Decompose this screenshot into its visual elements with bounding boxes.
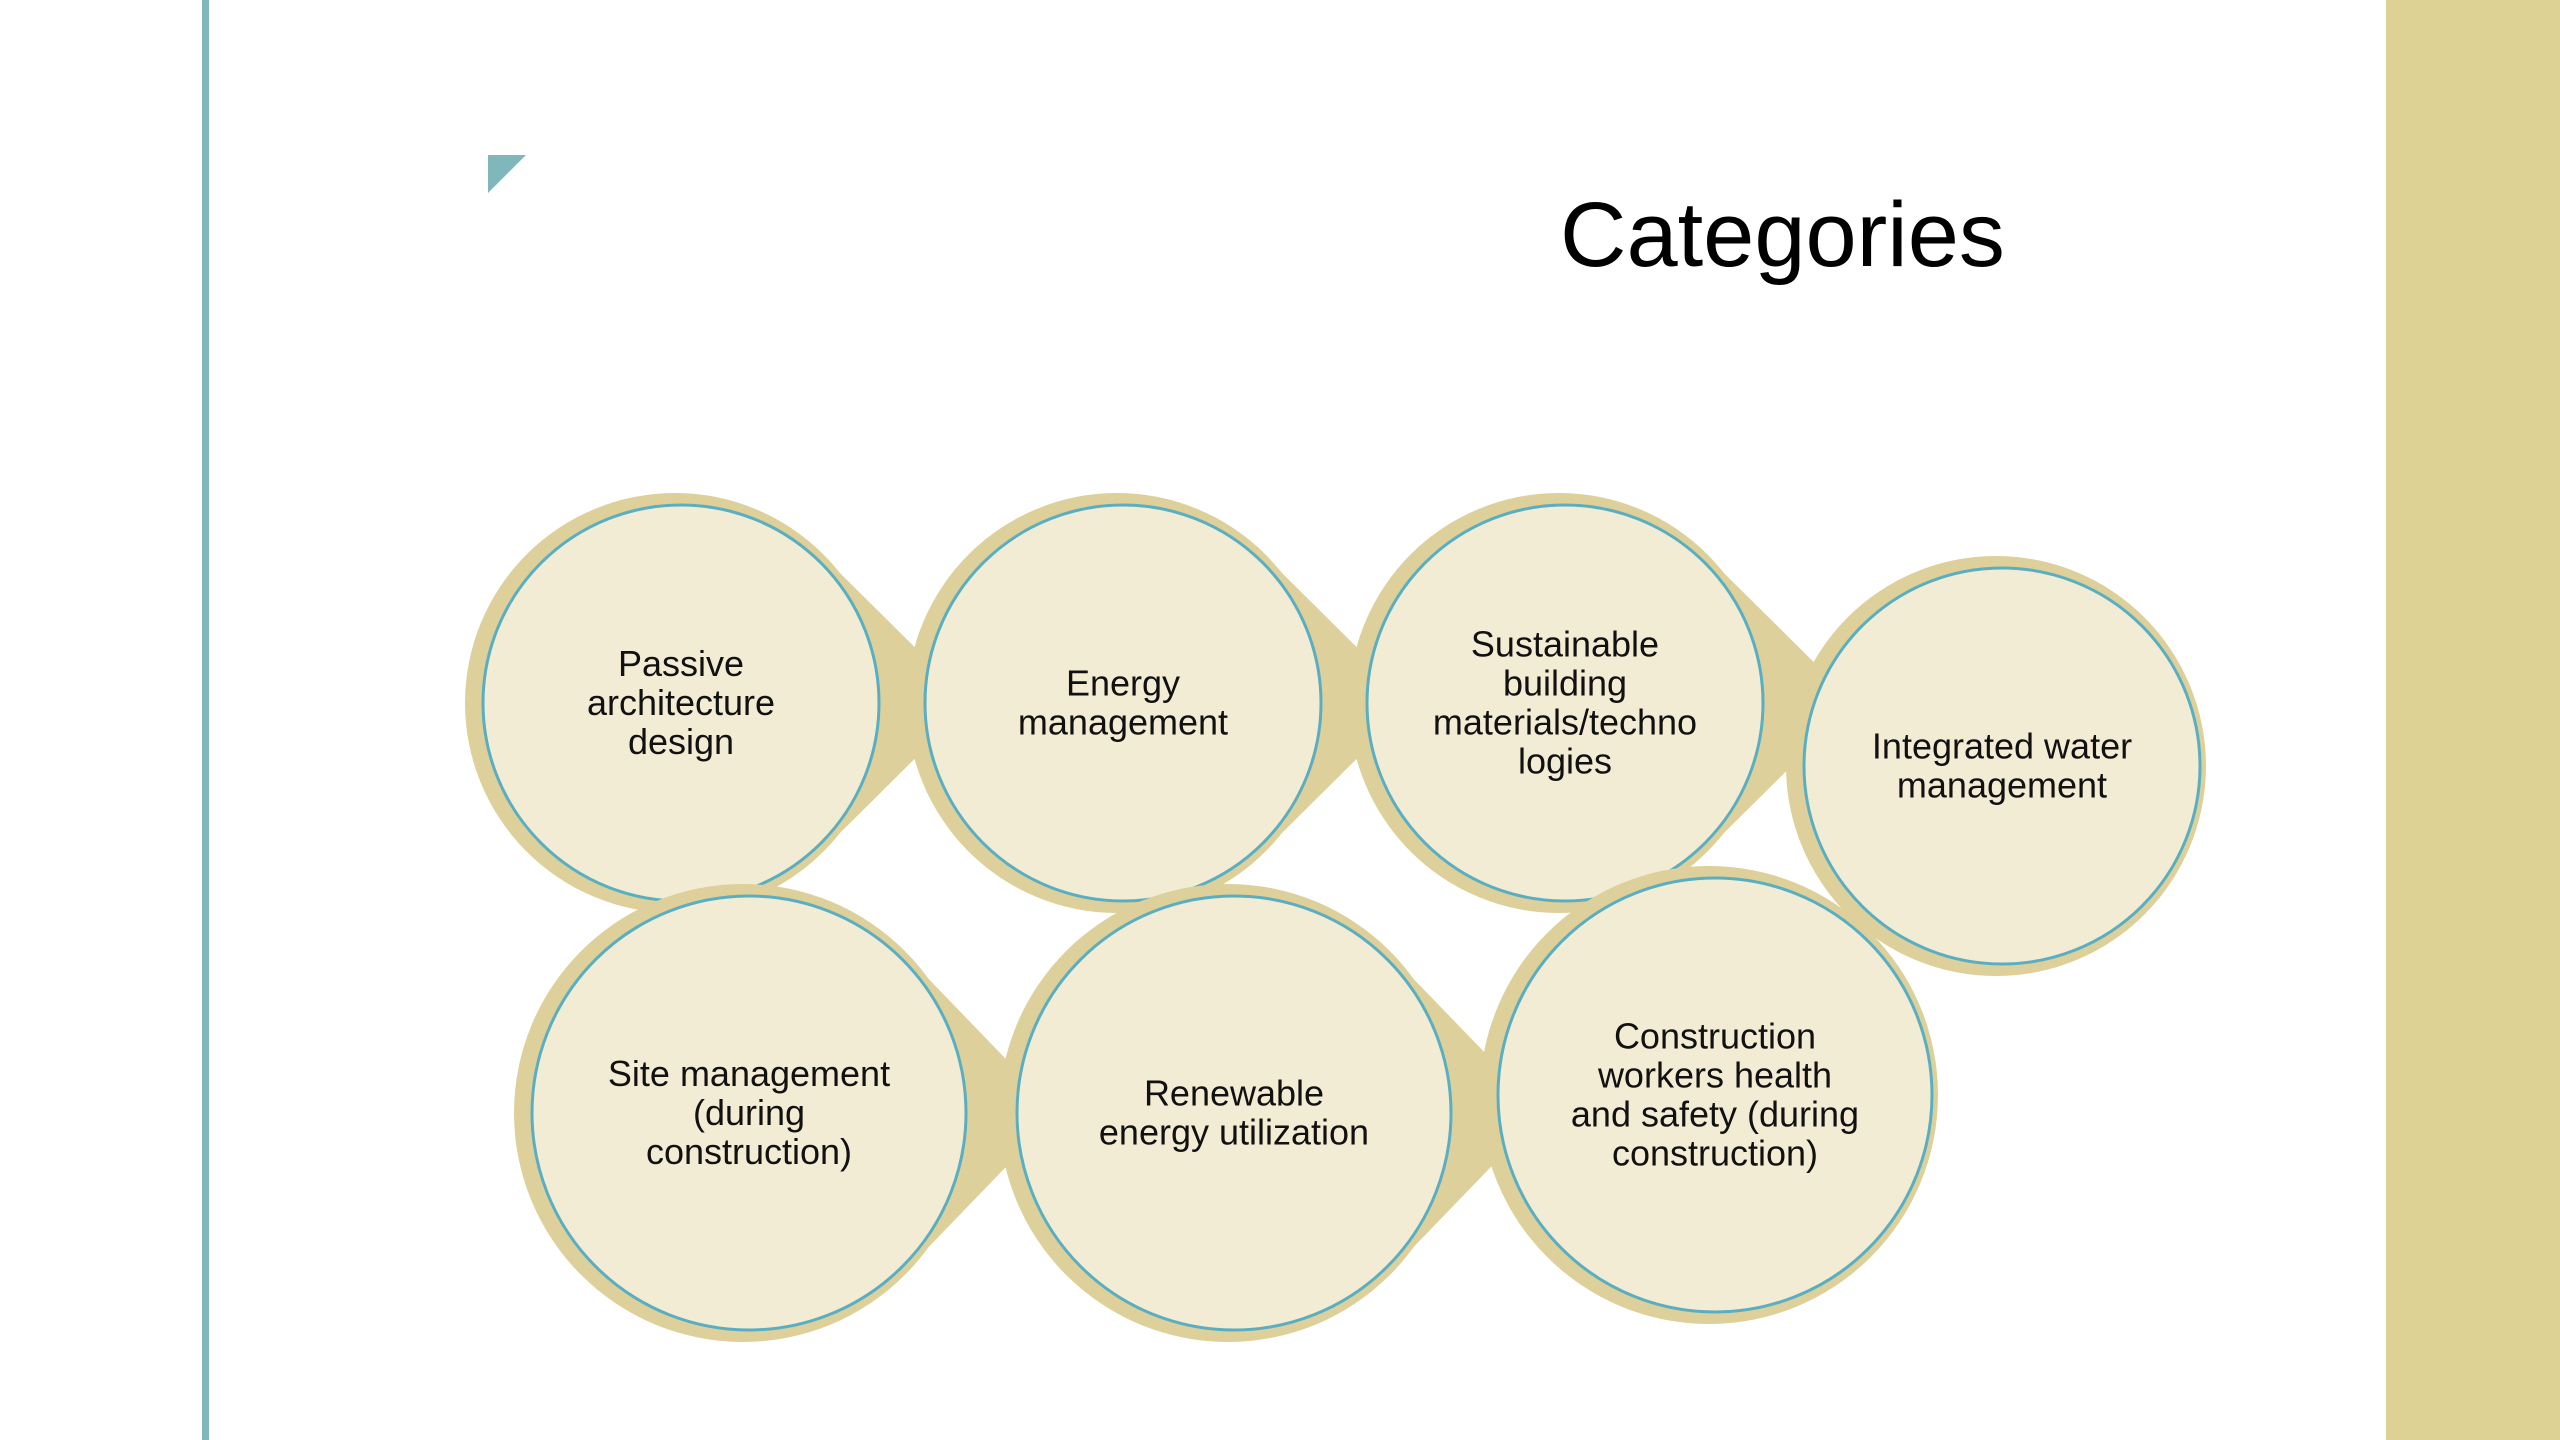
bubble-label-line: building <box>1503 663 1627 704</box>
bubble-label-line: (during <box>693 1092 805 1133</box>
bubble-label-line: management <box>1897 765 2107 806</box>
bubble-circle <box>1365 503 1765 903</box>
bubble-label-line: management <box>1018 702 1228 743</box>
bubble-label-line: design <box>628 721 734 762</box>
corner-triangle-icon <box>488 155 526 193</box>
bubble-label-line: Passive <box>618 643 744 684</box>
bubble-label-line: architecture <box>587 682 775 723</box>
bubble-label-line: workers health <box>1597 1055 1832 1096</box>
bubble-label-line: Energy <box>1066 663 1180 704</box>
bubble-label-line: Integrated water <box>1872 726 2132 767</box>
bubble-label-line: Construction <box>1614 1016 1816 1057</box>
bubble-label-line: and safety (during <box>1571 1094 1859 1135</box>
bubble-circle <box>1015 894 1453 1332</box>
bubble-circle <box>530 894 968 1332</box>
bubble-label-line: materials/techno <box>1433 702 1697 743</box>
bubble-label-line: logies <box>1518 741 1612 782</box>
bubble-label-line: Site management <box>608 1053 890 1094</box>
bubble-label-line: Sustainable <box>1471 624 1659 665</box>
left-accent-rule <box>202 0 209 1440</box>
bubble-circle <box>923 503 1323 903</box>
bubble-label-line: energy utilization <box>1099 1112 1369 1153</box>
bubble-circle <box>1496 876 1934 1314</box>
right-accent-band <box>2386 0 2560 1440</box>
slide-title: Categories <box>1560 184 2005 286</box>
bubble-label-line: construction) <box>646 1131 852 1172</box>
bubble-label-line: construction) <box>1612 1133 1818 1174</box>
bubble-circle <box>1802 566 2202 966</box>
bubble-label-line: Renewable <box>1144 1073 1324 1114</box>
